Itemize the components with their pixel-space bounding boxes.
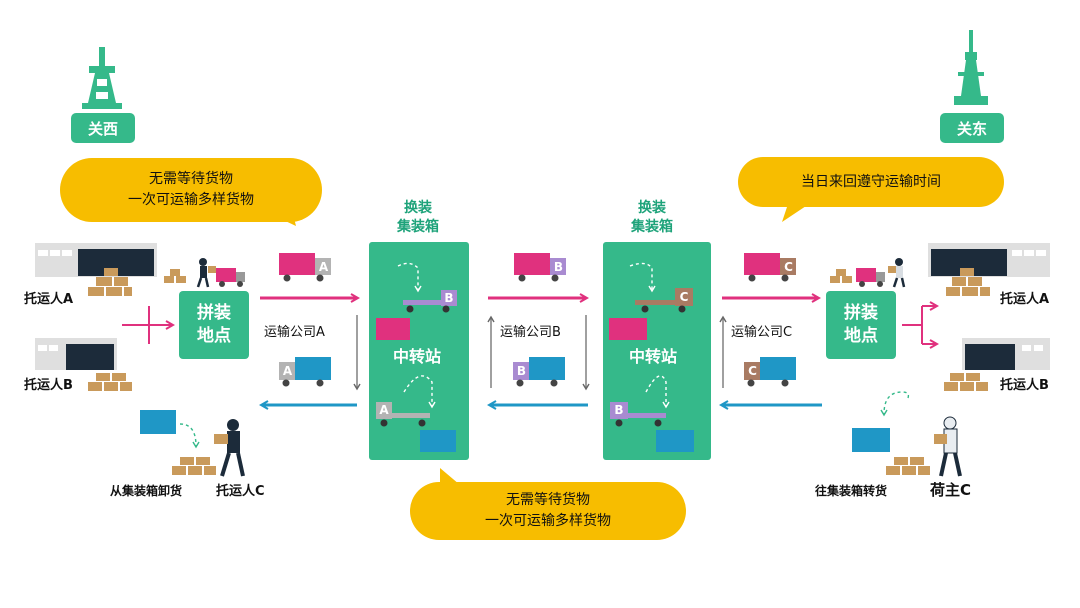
- truck-blue-b-icon: [513, 357, 565, 387]
- hub-left-line-2: 地点: [197, 326, 231, 346]
- bubble-bottom-tail: [440, 468, 466, 490]
- badge-station-left-a: A: [379, 403, 389, 417]
- tower-west-icon: [82, 47, 122, 109]
- hub-left-line-1: 拼装: [197, 303, 231, 323]
- shipper-right-b-label: 托运人B: [1000, 378, 1049, 393]
- badge-truck-pink-a: A: [318, 260, 329, 274]
- warehouse-shipper-right-b-icon: [962, 338, 1050, 370]
- shipper-left-b-label: 托运人B: [24, 378, 73, 393]
- region-label-east: 关东: [940, 113, 1004, 143]
- truck-blue-a-icon: [279, 357, 331, 387]
- carrier-c-label: 运输公司C: [731, 325, 793, 340]
- bubble-top-right-line-1: 当日来回遵守运输时间: [801, 173, 941, 190]
- station-left-label: 中转站: [393, 347, 442, 366]
- unload-label: 从集装箱卸货: [110, 484, 183, 498]
- bubble-bottom-line-1: 无需等待货物: [506, 492, 590, 508]
- warehouse-shipper-left-b-icon: [35, 338, 117, 370]
- bubble-top-right-tail: [782, 198, 818, 222]
- consolidation-hub-left: 拼装 地点: [179, 291, 249, 359]
- boxes-right-b-icon: [944, 373, 988, 391]
- worker-truck-left-icon: [164, 258, 245, 288]
- carrier-b-label: 运输公司B: [500, 325, 561, 340]
- transfer-header-left: 换装 集装箱: [378, 199, 458, 237]
- bubble-top-left-tail: [262, 210, 296, 226]
- tower-east-icon: [954, 30, 988, 105]
- transfer-header-right-line-1: 换装: [638, 200, 666, 216]
- boxes-right-a-icon: [946, 268, 990, 296]
- badge-truck-blue-c: C: [748, 364, 757, 378]
- hub-right-line-2: 地点: [844, 326, 878, 346]
- bubble-top-left-line-1: 无需等待货物: [149, 171, 233, 187]
- boxes-left-b-icon: [88, 373, 132, 391]
- badge-station-left-b: B: [444, 291, 454, 305]
- warehouse-shipper-left-a-icon: [35, 243, 157, 277]
- warehouse-shipper-right-a-icon: [928, 243, 1050, 277]
- transfer-header-left-line-2: 集装箱: [397, 219, 439, 235]
- transfer-header-left-line-1: 换装: [404, 200, 432, 216]
- truck-pink-a-icon: [279, 253, 331, 282]
- carrier-a-label: 运输公司A: [264, 325, 325, 340]
- transfer-header-right-line-2: 集装箱: [631, 219, 673, 235]
- badge-truck-blue-b: B: [516, 364, 527, 378]
- consolidation-hub-right: 拼装 地点: [826, 291, 896, 359]
- boxes-left-a-icon: [88, 268, 132, 296]
- bubble-bottom: 无需等待货物 一次可运输多样货物: [410, 482, 686, 540]
- shipper-left-c-label: 托运人C: [216, 484, 265, 499]
- bubble-top-left-line-2: 一次可运输多样货物: [128, 192, 254, 208]
- station-right-label: 中转站: [629, 347, 678, 366]
- station-left-chassis-a-icon: [376, 375, 456, 452]
- container-load-right-icon: [852, 391, 930, 475]
- shipper-right-a-label: 托运人A: [1000, 292, 1050, 307]
- badge-truck-pink-b: B: [553, 260, 564, 274]
- badge-truck-blue-a: A: [282, 364, 293, 378]
- container-unload-left-icon: [140, 410, 216, 475]
- bubble-bottom-line-2: 一次可运输多样货物: [485, 513, 611, 529]
- badge-station-right-c: C: [679, 290, 689, 304]
- worker-truck-right-icon: [830, 258, 906, 288]
- branch-lines-right: [902, 306, 936, 344]
- shipper-right-c-label: 荷主C: [930, 481, 972, 499]
- truck-pink-c-icon: [744, 253, 796, 282]
- station-right-chassis-c-icon: [609, 262, 693, 340]
- station-left-chassis-b-icon: [376, 262, 457, 340]
- load-label: 往集装箱转货: [815, 484, 888, 498]
- shipper-left-a-label: 托运人A: [24, 292, 74, 307]
- truck-blue-c-icon: [744, 357, 796, 387]
- gray-connectors: [353, 315, 727, 391]
- badge-station-right-b: B: [614, 403, 624, 417]
- hub-right-line-1: 拼装: [844, 303, 878, 323]
- bubble-top-right: 当日来回遵守运输时间: [738, 157, 1004, 207]
- worker-shipper-right-c-icon: [934, 416, 962, 477]
- region-label-west: 关西: [71, 113, 135, 143]
- worker-shipper-left-c-icon: [214, 419, 245, 477]
- truck-pink-b-icon: [514, 253, 566, 282]
- transfer-header-right: 换装 集装箱: [612, 199, 692, 237]
- station-right-chassis-b-icon: [610, 375, 694, 452]
- branch-lines-left: [122, 306, 172, 344]
- badge-truck-pink-c: C: [784, 260, 793, 274]
